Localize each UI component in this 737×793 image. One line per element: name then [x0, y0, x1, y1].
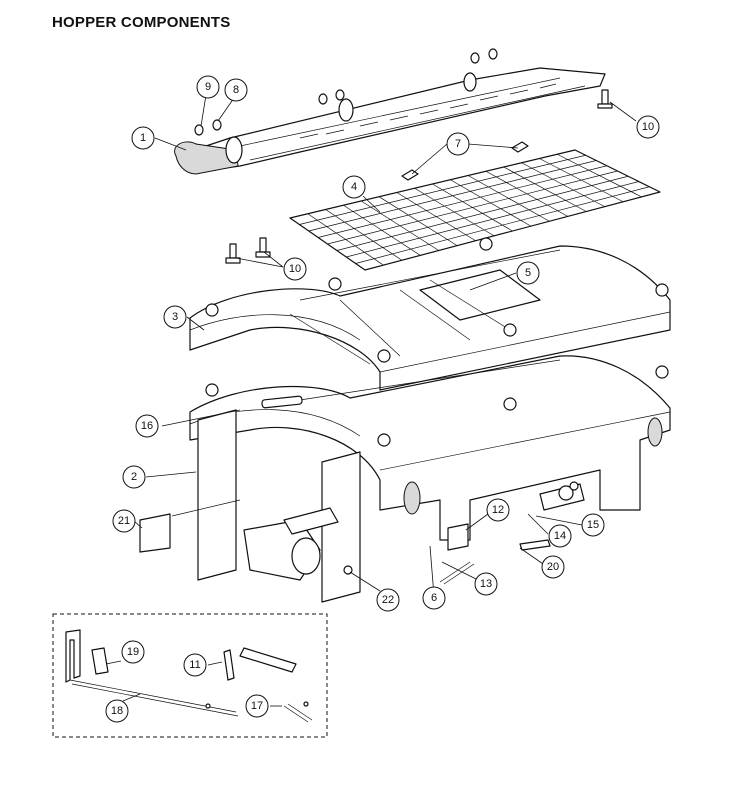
- spinner-assembly-part: [243, 507, 339, 581]
- handle-rod-part: [65, 629, 239, 717]
- svg-text:19: 19: [127, 646, 139, 658]
- svg-text:10: 10: [289, 263, 301, 275]
- washers-part: [194, 48, 498, 136]
- svg-text:18: 18: [111, 705, 123, 717]
- latch-part-top: [597, 89, 613, 109]
- drive-shaft-part: [439, 561, 475, 585]
- svg-text:17: 17: [251, 700, 263, 712]
- callout-7: 7: [446, 132, 470, 156]
- callout-13: 13: [474, 572, 498, 596]
- svg-text:10: 10: [642, 121, 654, 133]
- callout-22: 22: [376, 588, 400, 612]
- callout-19: 19: [121, 640, 145, 664]
- pin-kit-part: [283, 701, 313, 723]
- svg-text:15: 15: [587, 519, 599, 531]
- spinner-cover-part: [174, 67, 606, 175]
- mud-flap-part: [139, 499, 241, 553]
- svg-text:20: 20: [547, 561, 559, 573]
- sight-window-part: [261, 395, 303, 409]
- callout-1: 1: [131, 126, 155, 150]
- callout-10-left: 10: [283, 257, 307, 281]
- callout-14: 14: [548, 524, 572, 548]
- idler-shaft-part: [519, 539, 551, 551]
- svg-text:8: 8: [233, 84, 239, 96]
- svg-text:13: 13: [480, 578, 492, 590]
- svg-text:2: 2: [131, 471, 137, 483]
- callout-2: 2: [122, 465, 146, 489]
- kit-box: [52, 613, 328, 738]
- callout-21: 21: [112, 509, 136, 533]
- svg-text:6: 6: [431, 592, 437, 604]
- svg-text:21: 21: [118, 515, 130, 527]
- callout-18: 18: [105, 699, 129, 723]
- callout-17: 17: [245, 694, 269, 718]
- hopper-extension-part: [189, 237, 671, 391]
- callout-20: 20: [541, 555, 565, 579]
- svg-text:14: 14: [554, 530, 566, 542]
- callout-12: 12: [486, 498, 510, 522]
- callout-16: 16: [135, 414, 159, 438]
- svg-text:22: 22: [382, 594, 394, 606]
- callout-11: 11: [183, 653, 207, 677]
- svg-text:7: 7: [455, 138, 461, 150]
- svg-text:12: 12: [492, 504, 504, 516]
- handle-bracket-part: [91, 647, 109, 675]
- svg-text:3: 3: [172, 311, 178, 323]
- callout-4: 4: [342, 175, 366, 199]
- bracket-part: [447, 523, 469, 551]
- strap-kit-part: [223, 647, 297, 681]
- hopper-body-part: [189, 355, 671, 603]
- callout-10-top: 10: [636, 115, 660, 139]
- svg-text:4: 4: [351, 181, 357, 193]
- svg-text:16: 16: [141, 420, 153, 432]
- svg-text:5: 5: [525, 267, 531, 279]
- svg-text:9: 9: [205, 81, 211, 93]
- hopper-screen-part: [289, 149, 661, 271]
- callout-15: 15: [581, 513, 605, 537]
- callout-5: 5: [516, 261, 540, 285]
- bearing-part: [539, 481, 585, 511]
- callout-9: 9: [196, 75, 220, 99]
- support-brace-part: [419, 269, 541, 321]
- svg-text:11: 11: [189, 659, 200, 671]
- callout-8: 8: [224, 78, 248, 102]
- callout-3: 3: [163, 305, 187, 329]
- callout-6: 6: [422, 586, 446, 610]
- latch-part-left: [225, 237, 271, 264]
- svg-text:1: 1: [140, 132, 146, 144]
- page-title: HOPPER COMPONENTS: [52, 14, 231, 31]
